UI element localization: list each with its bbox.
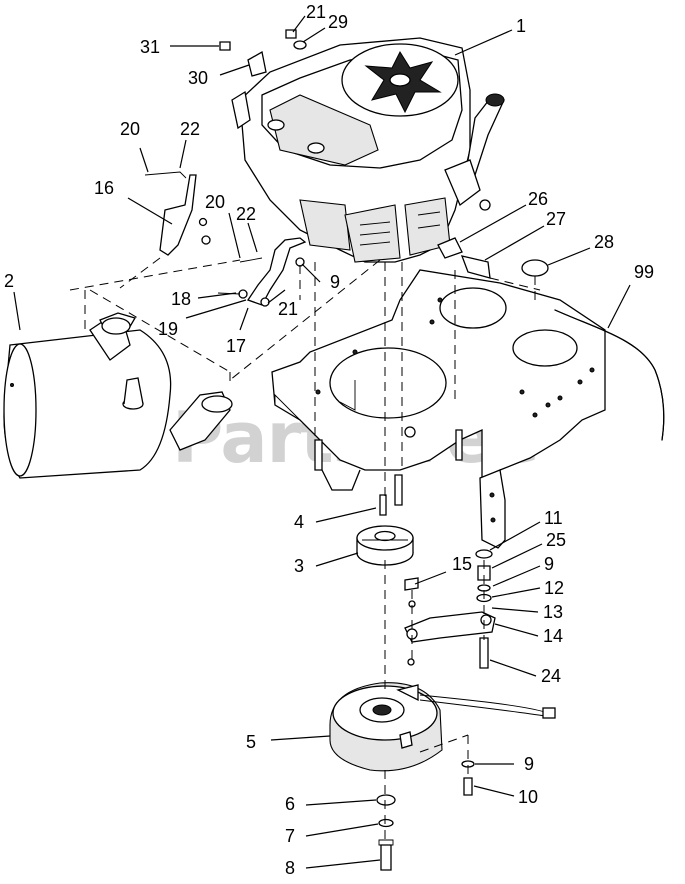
callout-99: 99 — [634, 262, 654, 282]
clutch — [329, 682, 556, 772]
callout-21-lower: 21 — [278, 299, 298, 319]
pulley — [356, 494, 414, 566]
callout-28: 28 — [594, 232, 614, 252]
callout-8: 8 — [285, 858, 295, 878]
callout-20-lower: 20 — [205, 192, 225, 212]
callout-25: 25 — [546, 530, 566, 550]
callout-2: 2 — [4, 271, 14, 291]
assembly-lines — [69, 257, 541, 840]
callout-7: 7 — [285, 826, 295, 846]
callout-14: 14 — [543, 626, 563, 646]
muffler — [3, 312, 233, 479]
callout-5: 5 — [246, 732, 256, 752]
callout-9-mid: 9 — [544, 554, 554, 574]
callout-18: 18 — [171, 289, 191, 309]
deck-plate — [271, 269, 606, 549]
callout-17: 17 — [226, 336, 246, 356]
callout-9: 9 — [330, 272, 340, 292]
callout-12: 12 — [544, 578, 564, 598]
bottom-hardware — [376, 760, 475, 871]
callout-11: 11 — [544, 508, 563, 528]
callout-labels: 1 21 29 31 30 20 22 16 20 22 26 27 28 99… — [4, 2, 654, 878]
leader-lines — [13, 15, 631, 869]
callout-4: 4 — [294, 512, 304, 532]
callout-10: 10 — [518, 787, 538, 807]
callout-26: 26 — [528, 189, 548, 209]
callout-15: 15 — [452, 554, 472, 574]
callout-6: 6 — [285, 794, 295, 814]
idler-arm — [404, 549, 496, 669]
engine — [231, 37, 505, 263]
callout-27: 27 — [546, 209, 566, 229]
callout-22: 22 — [180, 119, 200, 139]
callout-13: 13 — [543, 602, 563, 622]
callout-16: 16 — [94, 178, 114, 198]
callout-20: 20 — [120, 119, 140, 139]
callout-29: 29 — [328, 12, 348, 32]
callout-24: 24 — [541, 666, 561, 686]
fuel-parts — [437, 237, 665, 441]
callout-19: 19 — [158, 319, 178, 339]
callout-30: 30 — [188, 68, 208, 88]
callout-1: 1 — [516, 16, 526, 36]
callout-31: 31 — [140, 37, 160, 57]
callout-9-lower: 9 — [524, 754, 534, 774]
callout-22-lower: 22 — [236, 204, 256, 224]
callout-21: 21 — [306, 2, 326, 22]
callout-3: 3 — [294, 556, 304, 576]
top-hardware — [219, 29, 307, 77]
